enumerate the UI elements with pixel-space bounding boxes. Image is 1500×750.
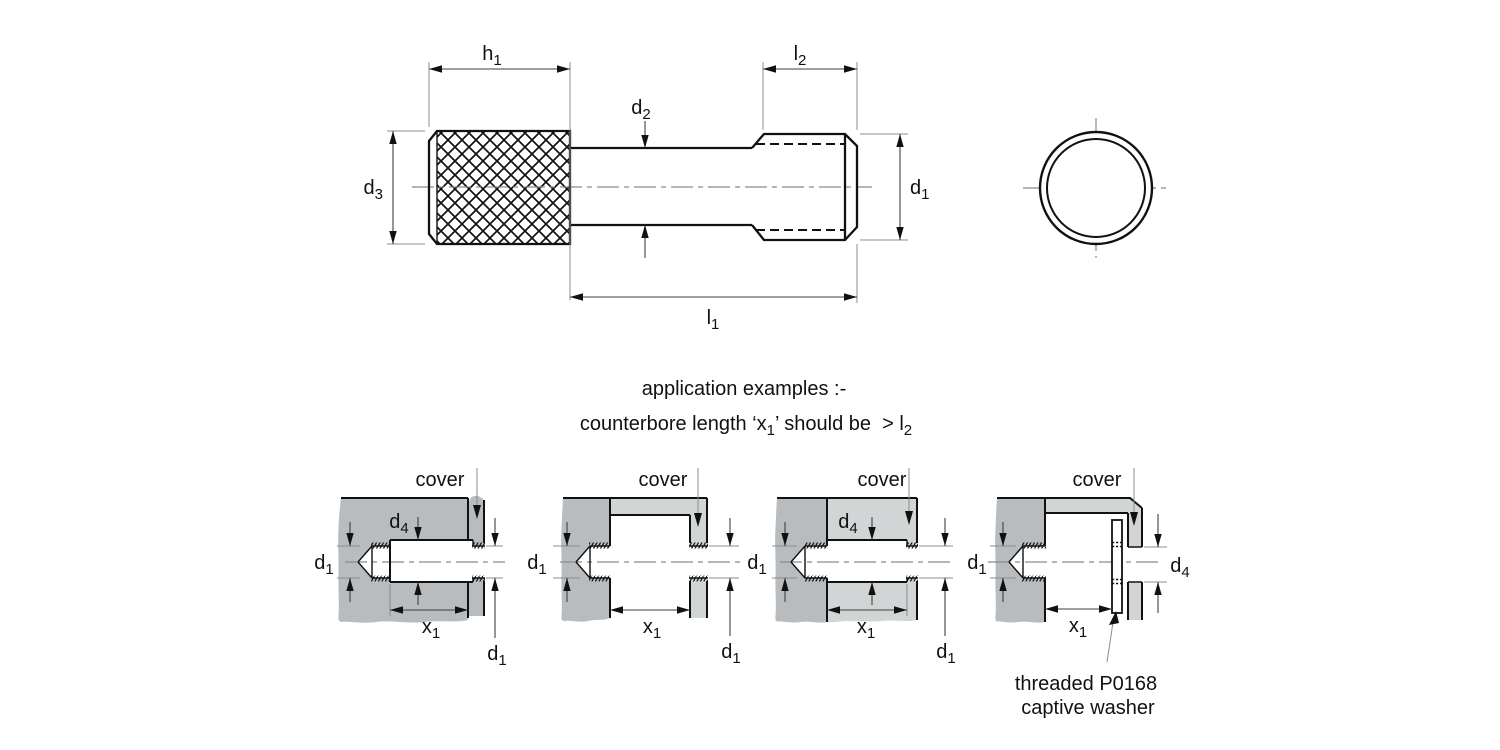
ex1-counterbore [390, 540, 473, 582]
svg-text:x1: x1 [643, 616, 661, 642]
ex4-captive-washer [1111, 519, 1123, 614]
ex4-drill-point-outline [1008, 545, 1024, 579]
ex1-thread-hash-bottom [371, 575, 390, 582]
ex2-cover-label: cover [639, 469, 688, 491]
svg-text:d1: d1 [721, 641, 740, 667]
thread-core-dashed [756, 143, 845, 231]
ex2-cover-leader-arrow [694, 513, 702, 527]
ex3-wall-hash-bottom [906, 575, 918, 582]
ex2-drill-point-outline [575, 545, 591, 579]
ex3-thread-hash-top [804, 542, 828, 549]
ex3-drill-point-outline [790, 545, 806, 579]
ex2-thread-hash-bottom [589, 575, 610, 582]
svg-text:x1: x1 [422, 616, 440, 642]
ex1-cover-leader-arrow [473, 505, 481, 519]
application-example-1: d1 d4 x1 d1 cover [314, 468, 507, 669]
dim-label-l2: l2 [794, 43, 807, 69]
svg-text:d1: d1 [967, 552, 986, 578]
dim-label-h1: h1 [482, 43, 501, 69]
ex4-cover-leader-arrow [1130, 512, 1138, 526]
svg-text:d1: d1 [747, 552, 766, 578]
dim-label-l1: l1 [707, 307, 720, 333]
dim-label-d3: d3 [364, 177, 383, 203]
svg-text:x1: x1 [1069, 615, 1087, 641]
application-example-4: d1 x1 d4 cover threaded P0168 captive wa… [967, 468, 1190, 719]
svg-text:d1: d1 [527, 552, 546, 578]
thread-end-fill [752, 134, 857, 240]
svg-text:d4: d4 [838, 511, 857, 537]
ex1-thread-hash-top [371, 542, 390, 549]
end-view-inner-circle [1046, 138, 1146, 238]
ex2-dimensions: d1 x1 d1 cover [527, 468, 741, 667]
heading-line1: application examples :- [642, 378, 847, 400]
dim-label-d1: d1 [910, 177, 929, 203]
ex1-drill-point-outline [357, 545, 373, 579]
ex2-wall-hash-top [689, 542, 708, 549]
ex3-counterbore [827, 540, 907, 582]
ex3-cover-leader-arrow [905, 511, 913, 525]
ex3-bore-slot [805, 546, 827, 578]
ex2-thread-hash-top [589, 542, 610, 549]
ex4-thread-hash-top [1022, 542, 1046, 549]
ex4-washer-leader-arrow [1109, 611, 1119, 625]
ex4-washer-thread-dashes [1112, 541, 1122, 585]
ex2-drill-point [576, 546, 590, 578]
ex3-cover-label: cover [858, 469, 907, 491]
application-examples-heading: application examples :- counterbore leng… [580, 378, 912, 439]
application-example-2: d1 x1 d1 cover [527, 468, 741, 667]
ex4-dimensions: d1 x1 d4 cover threaded P0168 captive wa… [967, 468, 1190, 719]
ex1-plate-hash-top [472, 542, 485, 549]
svg-text:x1: x1 [857, 616, 875, 642]
ex4-wall-hole-edges [1128, 546, 1142, 583]
svg-text:d4: d4 [389, 511, 408, 537]
shank-outline [570, 146, 752, 227]
ex4-top-line [997, 497, 1143, 509]
ex3-thread-hash-bottom [804, 575, 828, 582]
ex4-cover-wall-lower [1128, 582, 1142, 620]
ex4-cover-upper [1045, 498, 1142, 547]
ex1-plate-hash-bottom [472, 575, 485, 582]
ex1-cover-label: cover [416, 469, 465, 491]
main-side-view: h1 l2 d2 d3 d1 l1 [364, 43, 930, 333]
application-example-3: d1 d4 x1 d1 cover [747, 468, 956, 667]
ex1-plate-bore [473, 546, 484, 578]
dim-label-d2: d2 [631, 97, 650, 123]
svg-text:d4: d4 [1170, 555, 1189, 581]
ex4-cover-label: cover [1073, 469, 1122, 491]
svg-text:d1: d1 [936, 641, 955, 667]
ex3-counterbore-outline [827, 539, 907, 583]
ex3-wall-hash-top [906, 542, 918, 549]
ex1-dimensions: d1 d4 x1 d1 cover [314, 468, 507, 669]
thread-outline [751, 132, 859, 242]
ex2-wall-hash-bottom [689, 575, 708, 582]
ex4-washer-note-line1: threaded P0168 [1015, 673, 1157, 695]
ex4-washer-note-line2: captive washer [1021, 697, 1155, 719]
heading-line2: counterbore length ‘x1’ should be > l2 [580, 413, 912, 439]
svg-text:d1: d1 [314, 552, 333, 578]
end-view-outer-circle [1038, 130, 1154, 246]
ex2-cover-top-plate [610, 498, 707, 515]
ex3-dimensions: d1 d4 x1 d1 cover [747, 468, 956, 667]
svg-text:d1: d1 [487, 643, 506, 669]
end-view [1023, 118, 1168, 258]
ex4-thread-hash-bottom [1022, 575, 1046, 582]
ex1-bore-slot [372, 546, 390, 578]
ex1-counterbore-outline [389, 539, 473, 583]
